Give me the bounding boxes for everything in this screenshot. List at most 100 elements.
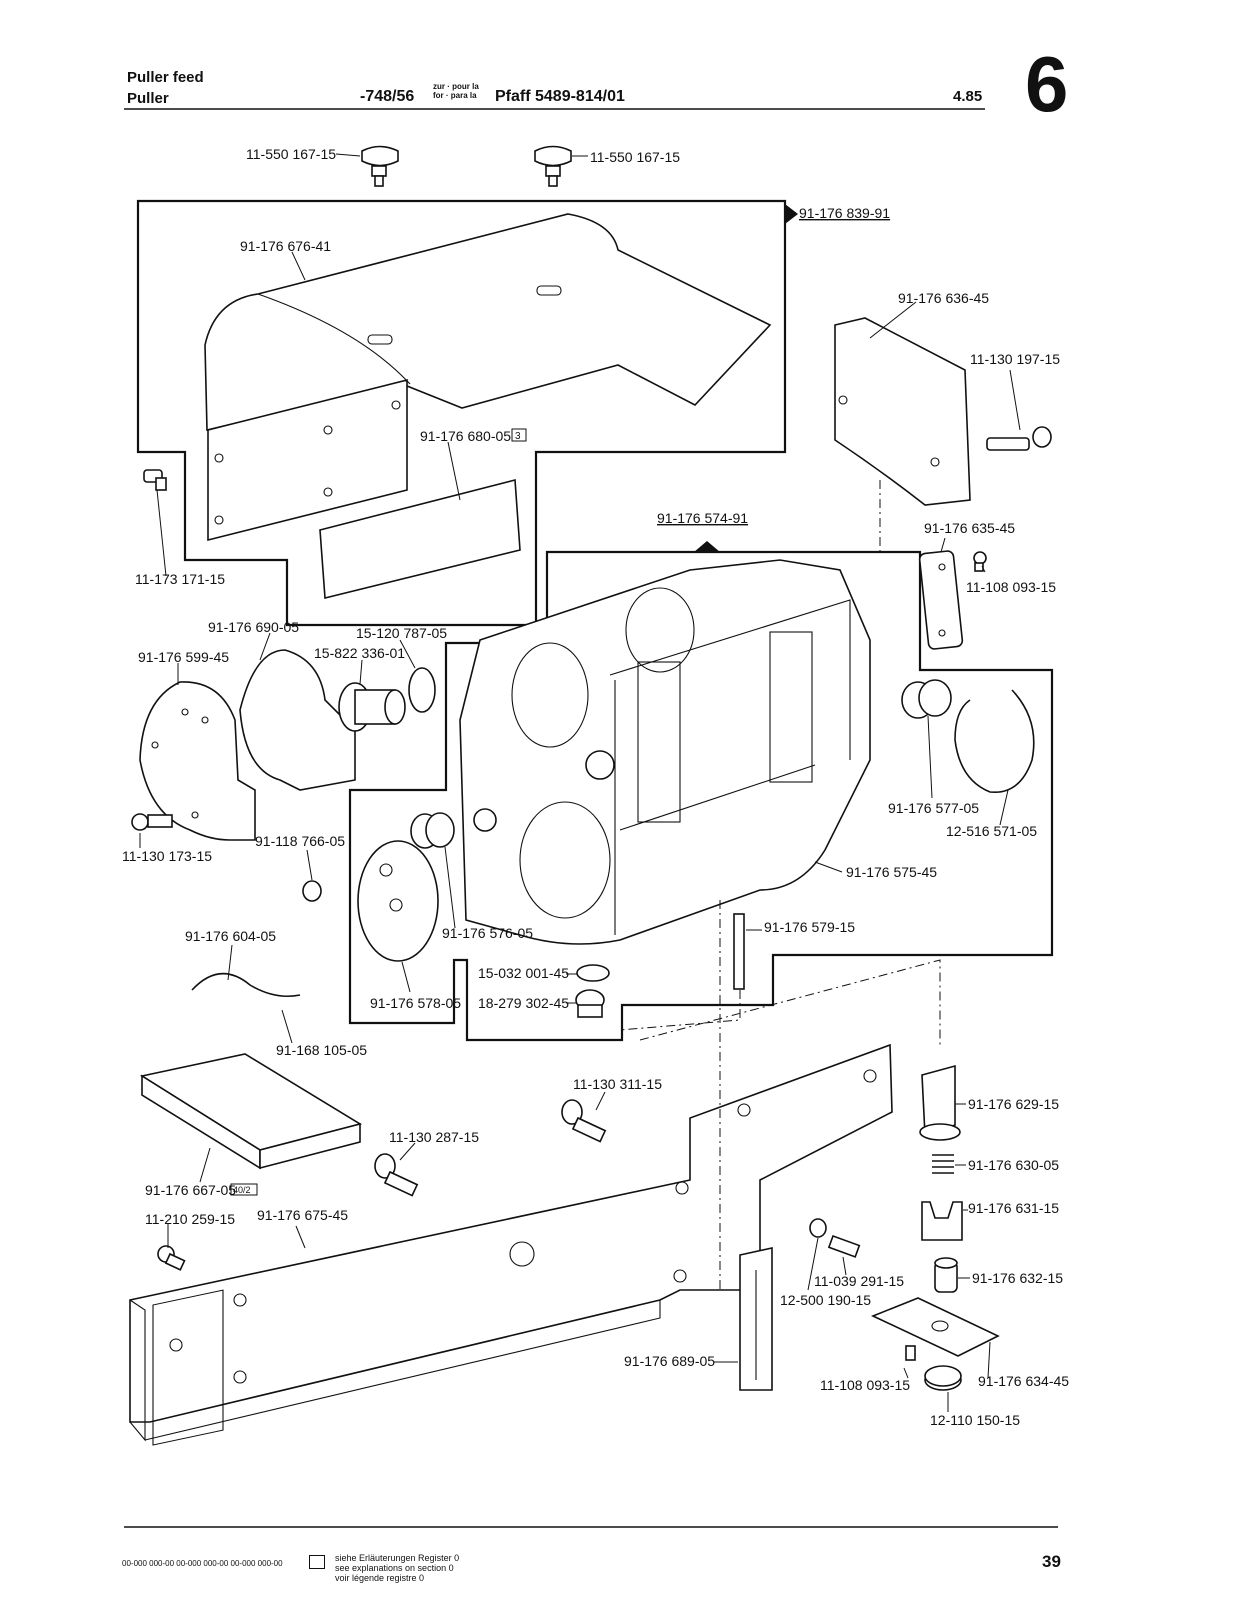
callout-label: 91-176 667-05: [145, 1182, 236, 1198]
center-line: [619, 990, 741, 1031]
callout-label: 91-176 575-45: [846, 864, 937, 880]
page-number: 39: [1042, 1552, 1061, 1571]
bushing-left: [410, 812, 455, 849]
note-box-label: 40/2: [233, 1185, 251, 1195]
for-text-2: for · para la: [433, 91, 477, 100]
callout-label: 91-176 576-05: [442, 925, 533, 941]
knurled-screw-left: [361, 145, 399, 187]
callout-label: 11-130 197-15: [970, 351, 1060, 367]
callout-label: 91-176 629-15: [968, 1096, 1059, 1112]
callout-label: 11-550 167-15: [246, 146, 336, 162]
callout-label: 91-176 632-15: [972, 1270, 1063, 1286]
clip-u: [921, 1201, 963, 1241]
callout-label: 91-176 676-41: [240, 238, 331, 254]
bearing-flange: [338, 682, 406, 732]
callout-label: 91-118 766-05: [255, 833, 345, 849]
screw-lower-b: [374, 1153, 419, 1197]
frame-arrow-icon: [785, 204, 798, 224]
bracket-clip: [919, 1064, 961, 1141]
callout-label: 91-176 689-05: [624, 1353, 715, 1369]
gear-housing: [459, 559, 871, 945]
knurled-screw-right: [534, 145, 572, 187]
callout-label: 91-176 577-05: [888, 800, 979, 816]
edition-date: 4.85: [953, 88, 983, 105]
small-plate-right: [918, 550, 964, 650]
note-box: [230, 1183, 258, 1196]
stud-bolt: [733, 913, 745, 990]
callout-label: 11-173 171-15: [135, 571, 225, 587]
callout-label: 91-168 105-05: [276, 1042, 367, 1058]
callout-label: 91-176 636-45: [898, 290, 989, 306]
bracket-strip: [739, 1247, 773, 1391]
screw-lower-a: [561, 1099, 607, 1143]
legend-box-icon: [309, 1555, 325, 1569]
cover-disc: [357, 840, 439, 962]
machine-model: Pfaff 5489-814/01: [495, 88, 625, 105]
callout-label: 11-108 093-15: [820, 1377, 910, 1393]
base-plate: [129, 1043, 893, 1446]
legend-fr: voir légende registre 0: [335, 1573, 425, 1583]
leader-lines: [139, 153, 1021, 1412]
legend-de: siehe Erläuterungen Register 0: [335, 1553, 460, 1563]
cover-assembly-frame: [136, 199, 787, 627]
spring: [932, 1154, 954, 1174]
callout-label: 15-032 001-45: [478, 965, 569, 981]
plug-small: [302, 880, 322, 902]
screw-hex: [827, 1234, 861, 1258]
for-text: zur · pour la for · para la: [433, 82, 479, 100]
callout-label: 91-176 604-05: [185, 928, 276, 944]
callout-label: 11-039 291-15: [814, 1273, 904, 1289]
gasket-plate: [319, 478, 521, 600]
note-box: [511, 428, 527, 442]
felt-strip: [191, 972, 301, 998]
callout-label: 11-130 287-15: [389, 1129, 479, 1145]
callout-label: 91-176 599-45: [138, 649, 229, 665]
callout-label: 91-176 680-05: [420, 428, 511, 444]
screw-left-small: [143, 469, 167, 491]
o-ring: [408, 667, 436, 713]
callout-label: 11-130 311-15: [573, 1076, 662, 1092]
center-line: [639, 959, 941, 1045]
callout-label: 91-176 635-45: [924, 520, 1015, 536]
title-en: Puller feed: [127, 69, 204, 86]
callout-label: 91-176 631-15: [968, 1200, 1059, 1216]
bushing-right: [901, 679, 952, 719]
reference-number: -748/56: [360, 88, 415, 105]
callout-label: 12-500 190-15: [780, 1292, 871, 1308]
for-text-1: zur · pour la: [433, 82, 479, 91]
callout-label: 91-176 675-45: [257, 1207, 348, 1223]
callout-label: 11-550 167-15: [590, 149, 680, 165]
callout-label: 91-176 839-91: [799, 205, 890, 221]
felt-pad: [139, 1053, 363, 1170]
sleeve: [934, 1257, 958, 1293]
note-box-label: 3: [515, 431, 521, 442]
bracket-upper-right: [834, 317, 971, 506]
callout-label: 91-176 690-05: [208, 619, 299, 635]
section-number: 6: [1025, 40, 1069, 128]
screw-lower-c: [157, 1245, 186, 1271]
screw-right-top: [986, 426, 1052, 451]
callout-label: 11-130 173-15: [122, 848, 212, 864]
callout-label: 15-120 787-05: [356, 625, 447, 641]
cover-plate: [204, 213, 772, 542]
callout-label: 12-516 571-05: [946, 823, 1037, 839]
callout-label: 91-176 578-05: [370, 995, 461, 1011]
callout-label: 11-108 093-15: [966, 579, 1056, 595]
washer-small: [809, 1218, 827, 1238]
callout-label: 18-279 302-45: [478, 995, 569, 1011]
washer: [576, 964, 610, 982]
title-fr: Puller: [127, 90, 169, 107]
legend-en: see explanations on section 0: [335, 1563, 454, 1573]
callout-label: 15-822 336-01: [314, 645, 405, 661]
callout-label: 91-176 574-91: [657, 510, 748, 526]
callout-label: 91-176 630-05: [968, 1157, 1059, 1173]
callout-label: 91-176 634-45: [978, 1373, 1069, 1389]
mount-plate: [870, 1297, 1000, 1357]
screw-left-mid: [131, 813, 173, 831]
gasket-left: [239, 649, 356, 791]
housing-assembly-frame: [348, 550, 1054, 1042]
legend-text: siehe Erläuterungen Register 0 see expla…: [335, 1553, 459, 1583]
screw-tiny-right: [973, 551, 987, 572]
callout-label: 12-110 150-15: [930, 1412, 1020, 1428]
